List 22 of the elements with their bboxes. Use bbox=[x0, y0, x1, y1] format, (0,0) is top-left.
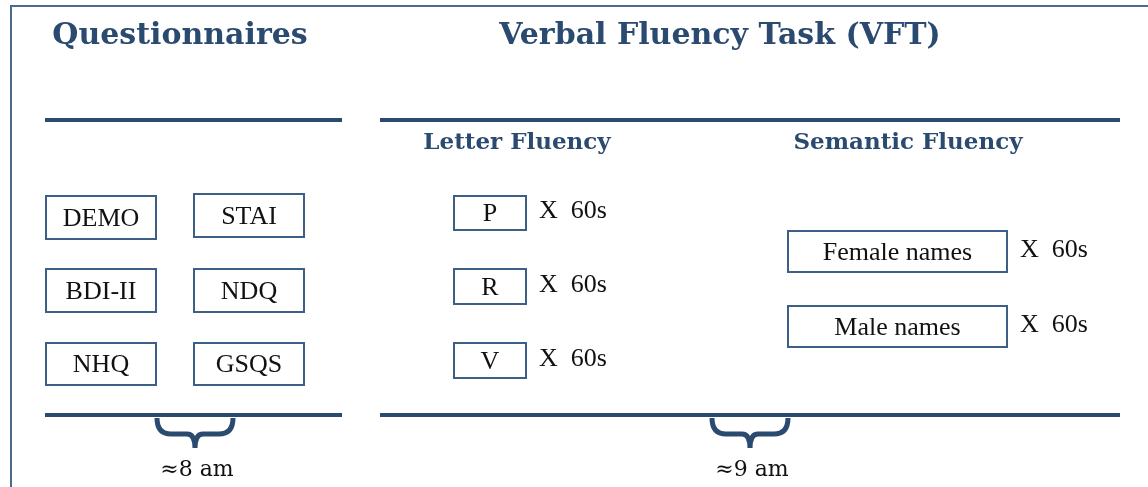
duration-label: X 60s bbox=[539, 342, 607, 373]
time-label: ≈8 am bbox=[160, 456, 234, 481]
label-box: R bbox=[453, 268, 527, 305]
label-box: V bbox=[453, 342, 527, 379]
time-label: ≈9 am bbox=[715, 456, 789, 481]
label-box: Male names bbox=[787, 305, 1008, 348]
label-box: GSQS bbox=[193, 342, 305, 386]
duration-label: X 60s bbox=[539, 268, 607, 299]
label-box: NHQ bbox=[45, 342, 157, 386]
section-heading: Verbal Fluency Task (VFT) bbox=[499, 16, 941, 51]
subsection-heading: Letter Fluency bbox=[423, 127, 611, 154]
label-box: NDQ bbox=[193, 268, 305, 313]
duration-label: X 60s bbox=[539, 195, 607, 225]
label-box: BDI-II bbox=[45, 268, 157, 313]
label-box: Female names bbox=[787, 230, 1008, 273]
label-box: STAI bbox=[193, 193, 305, 238]
label-box: DEMO bbox=[45, 195, 157, 240]
duration-label: X 60s bbox=[1020, 308, 1088, 339]
subsection-heading: Semantic Fluency bbox=[793, 127, 1023, 154]
section-heading: Questionnaires bbox=[52, 16, 308, 51]
label-box: P bbox=[453, 195, 527, 231]
duration-label: X 60s bbox=[1020, 233, 1088, 264]
